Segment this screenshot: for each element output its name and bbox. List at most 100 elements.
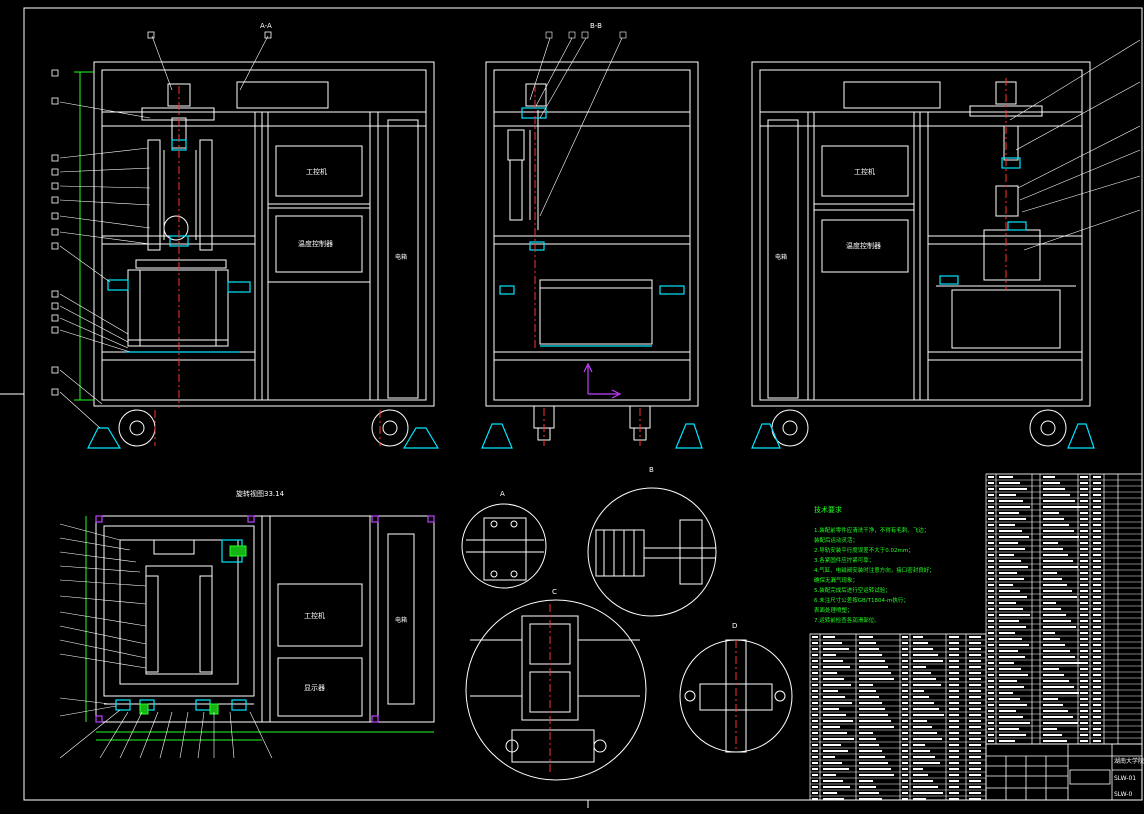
parts-list-cell-mark xyxy=(949,714,959,716)
parts-list-cell-mark xyxy=(1043,728,1057,730)
parts-list-cell-mark xyxy=(902,798,908,800)
parts-list-cell-mark xyxy=(913,684,941,686)
parts-list-cell-mark xyxy=(969,744,981,746)
parts-list-cell-mark xyxy=(913,702,934,704)
parts-list-cell-mark xyxy=(812,648,818,650)
parts-list-cell-mark xyxy=(999,602,1016,604)
parts-list-cell-mark xyxy=(1043,572,1057,574)
parts-list-cell-mark xyxy=(812,720,818,722)
parts-list-cell-mark xyxy=(969,714,981,716)
parts-list-cell-mark xyxy=(988,500,994,502)
parts-list-cell-mark xyxy=(999,620,1019,622)
parts-list-cell-mark xyxy=(999,512,1019,514)
parts-list-cell-mark xyxy=(988,518,994,520)
front-view-dimension-line xyxy=(74,71,94,401)
parts-list-cell-mark xyxy=(949,786,959,788)
parts-list-cell-mark xyxy=(902,744,908,746)
parts-list-cell-mark xyxy=(949,702,959,704)
parts-list-cell-mark xyxy=(902,708,908,710)
parts-list-cell-mark xyxy=(823,774,836,776)
parts-list-cell-mark xyxy=(1093,554,1101,556)
parts-list-cell-mark xyxy=(999,644,1029,646)
parts-list-cell-mark xyxy=(823,714,846,716)
parts-list-cell-mark xyxy=(1093,620,1101,622)
parts-list-cell-mark xyxy=(812,756,818,758)
parts-list-cell-mark xyxy=(988,530,994,532)
parts-list-cell-mark xyxy=(1093,722,1101,724)
plan-view-leaders xyxy=(59,523,273,759)
parts-list-cell-mark xyxy=(1080,734,1088,736)
parts-list-cell-mark xyxy=(823,678,844,680)
parts-list-cell-mark xyxy=(1043,656,1075,658)
parts-list-cell-mark xyxy=(1043,632,1055,634)
parts-list-cell-mark xyxy=(1080,506,1088,508)
notes-line-6: 确保无漏气现象； xyxy=(814,576,858,584)
notes-title: 技术要求 xyxy=(814,505,842,514)
parts-list-cell-mark xyxy=(999,686,1024,688)
parts-list-cell-mark xyxy=(999,716,1023,718)
parts-list-cell-mark xyxy=(812,696,818,698)
parts-list-cell-mark xyxy=(859,714,888,716)
parts-list-cell-mark xyxy=(902,684,908,686)
parts-list-cell-mark xyxy=(949,654,959,656)
parts-list-cell-mark xyxy=(1080,740,1088,742)
parts-list-cell-mark xyxy=(823,702,852,704)
parts-list-cell-mark xyxy=(823,642,842,644)
parts-list-cell-mark xyxy=(999,494,1016,496)
parts-list-cell-mark xyxy=(969,750,981,752)
parts-list-cell-mark xyxy=(1080,554,1088,556)
parts-list-cell-mark xyxy=(823,732,847,734)
parts-list-cell-mark xyxy=(913,732,937,734)
parts-list-cell-mark xyxy=(988,626,994,628)
parts-list-cell-mark xyxy=(988,494,994,496)
detail-a xyxy=(461,503,547,589)
title-block-sheet: SLW-0 xyxy=(1114,791,1132,798)
parts-list-cell-mark xyxy=(902,786,908,788)
parts-list-cell-mark xyxy=(988,698,994,700)
parts-list-cell-mark xyxy=(988,614,994,616)
parts-list-cell-mark xyxy=(902,732,908,734)
parts-list-cell-mark xyxy=(823,798,844,800)
parts-list-cell-mark xyxy=(969,678,981,680)
parts-list-cell-mark xyxy=(949,648,959,650)
parts-list-cell-mark xyxy=(1080,494,1088,496)
parts-list-cell-mark xyxy=(859,774,894,776)
parts-list-cell-mark xyxy=(1043,542,1058,544)
parts-list-cell-mark xyxy=(969,654,981,656)
parts-list-cell-mark xyxy=(823,738,854,740)
parts-list-cell-mark xyxy=(1043,566,1078,568)
parts-list-cell-mark xyxy=(902,654,908,656)
parts-list-cell-mark xyxy=(969,738,981,740)
parts-list-cell-mark xyxy=(988,710,994,712)
parts-list-cell-mark xyxy=(999,584,1013,586)
parts-list-cell-mark xyxy=(913,696,929,698)
parts-list-cell-mark xyxy=(1093,662,1101,664)
parts-list-cell-mark xyxy=(913,726,932,728)
parts-list-cell-mark xyxy=(1043,692,1079,694)
parts-list-cell-mark xyxy=(1043,524,1069,526)
parts-list-cell-mark xyxy=(999,740,1015,742)
parts-list-cell-mark xyxy=(999,590,1020,592)
parts-list-cell-mark xyxy=(913,666,926,668)
parts-list-cell-mark xyxy=(1043,722,1078,724)
parts-list-cell-mark xyxy=(999,482,1020,484)
parts-list-cell-mark xyxy=(1043,578,1062,580)
parts-list-cell-mark xyxy=(902,648,908,650)
parts-list-cell-mark xyxy=(969,720,981,722)
parts-list-cell-mark xyxy=(949,642,959,644)
parts-list-cell-mark xyxy=(1043,536,1079,538)
parts-list-cell-mark xyxy=(949,684,959,686)
parts-list-cell-mark xyxy=(823,696,845,698)
parts-list-cell-mark xyxy=(988,566,994,568)
parts-list-cell-mark xyxy=(969,798,981,800)
parts-list-cell-mark xyxy=(969,732,981,734)
parts-list-cell-mark xyxy=(1080,662,1088,664)
parts-list-cell-mark xyxy=(999,704,1027,706)
parts-list-cell-mark xyxy=(999,638,1022,640)
parts-list-cell-mark xyxy=(988,734,994,736)
parts-list-cell-mark xyxy=(1043,584,1067,586)
parts-list-cell-mark xyxy=(812,750,818,752)
front-view-centerlines xyxy=(154,86,381,446)
parts-list-cell-mark xyxy=(812,744,818,746)
parts-list-cell-mark xyxy=(1080,500,1088,502)
